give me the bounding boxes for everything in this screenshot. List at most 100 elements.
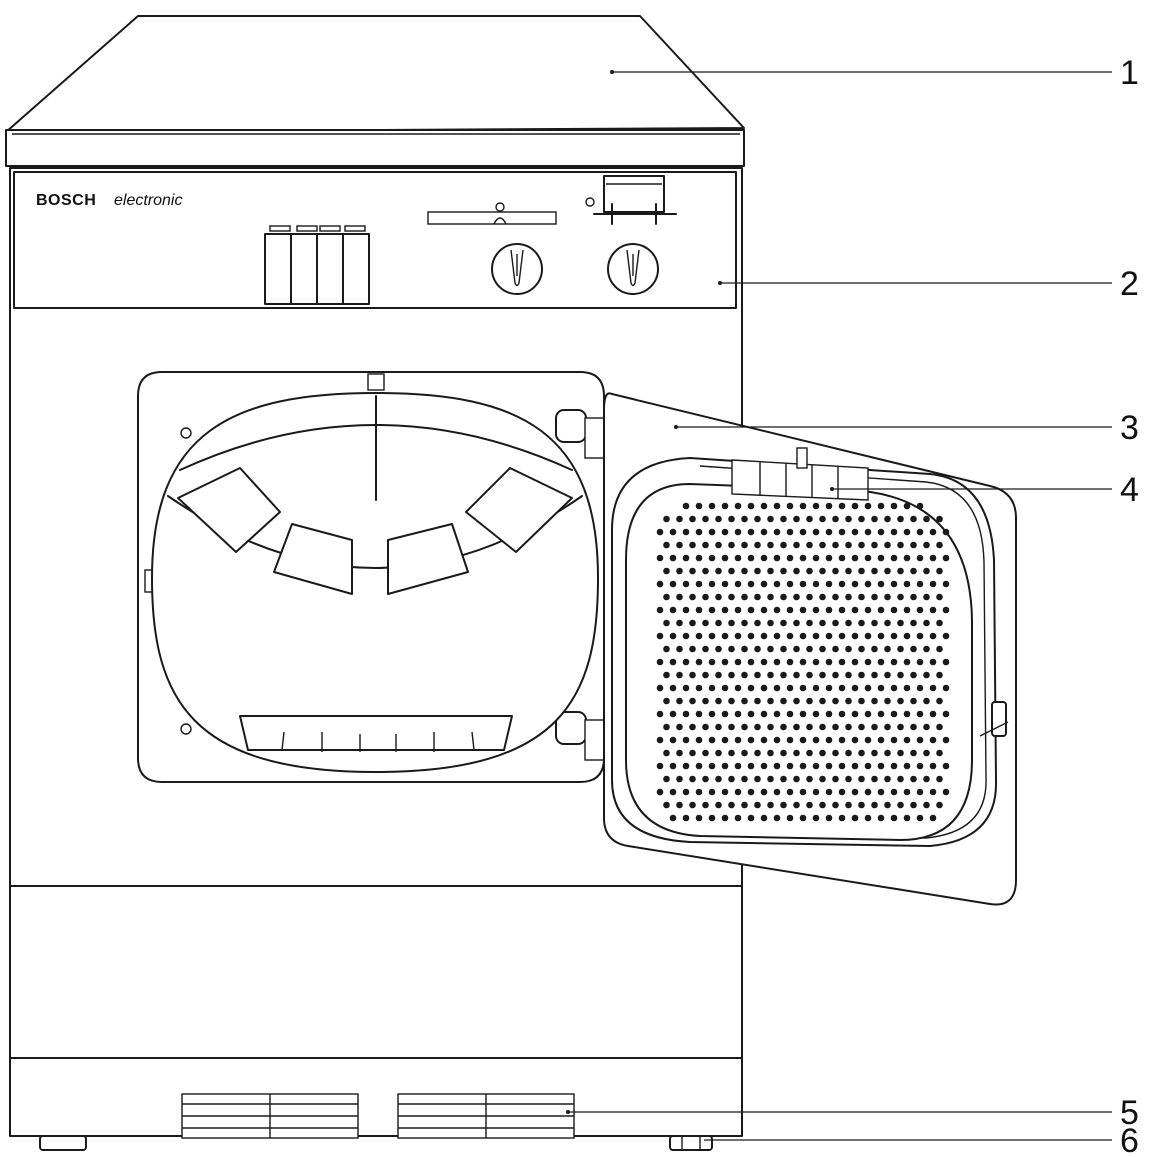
filter-hole [741,775,748,783]
filter-hole [929,788,937,796]
filter-hole [754,697,761,705]
filter-hole [936,567,943,575]
door-latch[interactable] [979,701,1009,737]
filter-hole [663,723,670,731]
filter-hole [669,606,677,614]
filter-hole [682,762,690,770]
filter-hole [786,606,794,614]
filter-hole [760,710,768,718]
filter-hole [845,619,852,627]
filter-hole [780,567,787,575]
filter-hole [838,788,846,796]
filter-hole [851,554,859,562]
filter-hole [754,723,761,731]
control-panel: BOSCH electronic [13,171,737,309]
filter-hole [929,580,937,588]
filter-hole [832,515,839,523]
filter-hole [799,606,807,614]
filter-hole [689,775,696,783]
filter-hole [923,749,930,757]
filter-hole [864,762,872,770]
filter-hole [721,658,729,666]
door-latch-catch [367,373,385,391]
filter-hole [721,736,729,744]
filter-hole [832,723,839,731]
filter-hole [780,801,787,809]
filter-hole [858,593,865,601]
filter-hole [877,762,885,770]
filter-hole [747,554,755,562]
filter-hole [812,788,820,796]
filter-hole [663,515,670,523]
filter-hole [851,606,859,614]
filter-hole [923,541,930,549]
filter-hole [838,554,846,562]
filter-hole [845,671,852,679]
filter-hole [903,710,911,718]
filter-hole [702,801,709,809]
filter-hole [890,606,898,614]
filter-hole [656,606,664,614]
filter-hole [916,710,924,718]
filter-hole [669,580,677,588]
filter-hole [695,736,703,744]
air-vent-left [181,1093,359,1139]
program-knob[interactable] [491,243,543,295]
open-door[interactable] [603,392,1017,906]
filter-hole [903,632,911,640]
filter-hole [656,528,664,536]
filter-hole [780,697,787,705]
filter-hole [877,788,885,796]
filter-hole [819,567,826,575]
filter-hole [715,593,722,601]
filter-hole [903,580,911,588]
filter-hole [897,775,904,783]
filter-hole [793,723,800,731]
filter-hole [689,619,696,627]
filter-hole [793,645,800,653]
filter-hole [942,606,950,614]
filter-hole [728,671,735,679]
filter-hole [916,814,924,822]
filter-hole [773,632,781,640]
filter-hole [741,723,748,731]
filter-hole [923,567,930,575]
program-button-2[interactable] [290,233,318,305]
filter-hole [715,645,722,653]
filter-hole [923,697,930,705]
filter-hole [916,554,924,562]
filter-hole [838,762,846,770]
filter-hole [936,671,943,679]
program-button-1[interactable] [264,233,292,305]
filter-hole [754,801,761,809]
filter-hole [916,606,924,614]
filter-hole [923,671,930,679]
timer-knob[interactable] [607,243,659,295]
filter-hole [689,697,696,705]
filter-hole [741,619,748,627]
filter-hole [864,528,872,536]
filter-hole [838,736,846,744]
filter-hole [728,801,735,809]
filter-hole [916,632,924,640]
filter-hole [695,684,703,692]
filter-hole [812,814,820,822]
filter-hole [838,502,846,510]
program-button-4[interactable] [342,233,370,305]
filter-hole [786,788,794,796]
program-button-3[interactable] [316,233,344,305]
filter-hole [871,619,878,627]
filter-hole [851,788,859,796]
filter-hole [923,593,930,601]
lint-filter-perforations [656,502,950,822]
filter-handle[interactable] [731,447,869,501]
filter-hole [702,749,709,757]
filter-hole [656,762,664,770]
filter-hole [682,606,690,614]
filter-hole [806,697,813,705]
filter-hole [884,801,891,809]
filter-hole [721,528,729,536]
filter-hole [923,619,930,627]
filter-hole [871,775,878,783]
filter-hole [825,710,833,718]
